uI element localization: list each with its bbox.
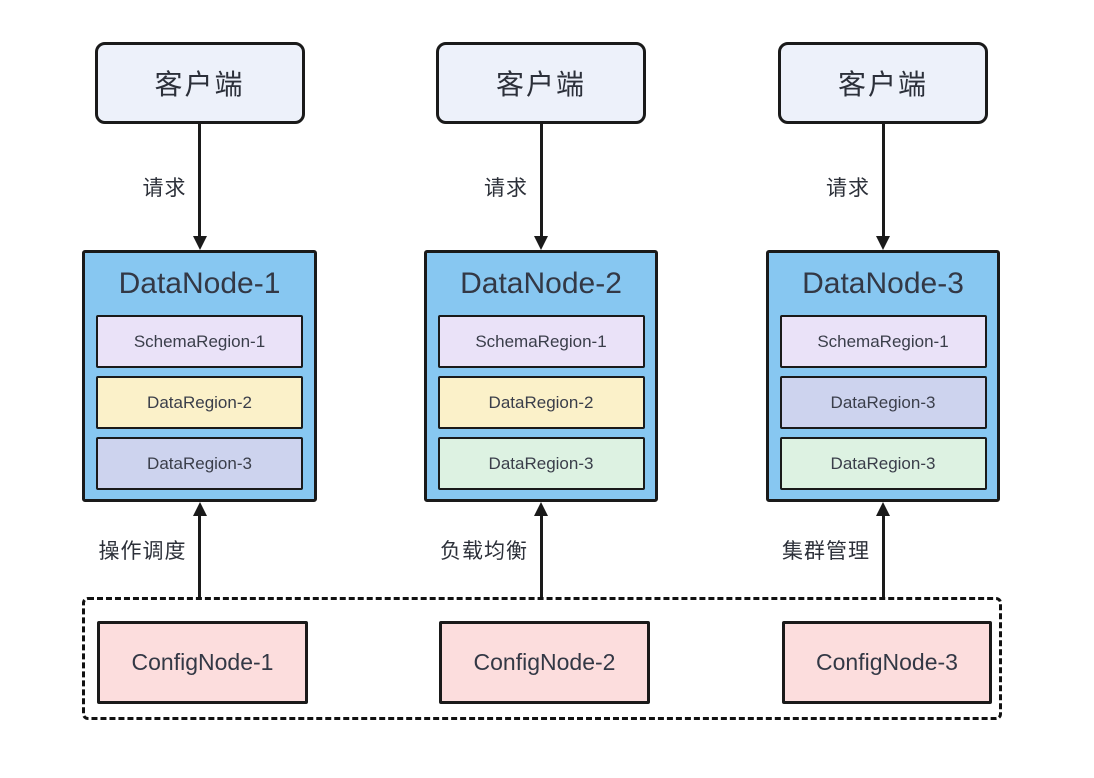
arrowhead-up-icon (534, 502, 548, 516)
arrow-shaft (881, 516, 885, 597)
request-arrow-zone-3: 请求 (766, 124, 1000, 250)
arrow-up-icon (876, 502, 890, 597)
region-box: DataRegion-2 (96, 376, 303, 429)
client-node-label: 客户端 (495, 69, 586, 100)
client-node-box-2: 客户端 (436, 42, 646, 124)
region-label: DataRegion-3 (830, 453, 936, 473)
region-label: SchemaRegion-1 (475, 331, 607, 351)
region-box: SchemaRegion-1 (779, 315, 987, 368)
region-label: DataRegion-3 (488, 453, 594, 473)
arrow-down-icon (192, 124, 207, 250)
datanode-box-1: DataNode-1 SchemaRegion-1 DataRegion-2 D… (82, 250, 317, 502)
config-arrow-zone-3: 集群管理 (766, 502, 1000, 597)
arrow-up-icon (192, 502, 207, 597)
region-label: SchemaRegion-1 (133, 331, 266, 351)
config-arrow-label: 负载均衡 (440, 539, 528, 563)
config-arrow-label: 操作调度 (98, 539, 187, 563)
arrowhead-up-icon (876, 502, 890, 516)
confignode-box-2: ConfigNode-2 (439, 621, 650, 704)
request-arrow-zone-2: 请求 (424, 124, 658, 250)
region-box: DataRegion-3 (779, 437, 987, 490)
arrow-shaft (881, 124, 885, 236)
datanode-box-2: DataNode-2 SchemaRegion-1 DataRegion-2 D… (424, 250, 658, 502)
arrow-shaft (198, 124, 201, 236)
region-box: DataRegion-3 (96, 437, 303, 490)
datanode-title: DataNode-3 (802, 267, 964, 300)
arrow-down-icon (876, 124, 890, 250)
request-arrow-label: 请求 (484, 177, 528, 200)
arrowhead-up-icon (192, 502, 207, 516)
arrow-shaft (198, 516, 201, 597)
config-arrow-label: 集群管理 (782, 539, 870, 563)
confignode-label: ConfigNode-3 (816, 649, 958, 675)
column-datanode-2: 客户端 请求 DataNode-2 SchemaRegion-1 DataReg… (424, 42, 658, 597)
config-arrow-zone-1: 操作调度 (82, 502, 317, 597)
request-arrow-zone-1: 请求 (82, 124, 317, 250)
confignode-cluster-box: ConfigNode-1 ConfigNode-2 ConfigNode-3 (82, 597, 1002, 720)
arrowhead-down-icon (876, 236, 890, 250)
column-datanode-3: 客户端 请求 DataNode-3 SchemaRegion-1 DataReg… (766, 42, 1000, 597)
arrow-down-icon (534, 124, 548, 250)
region-box: SchemaRegion-1 (96, 315, 303, 368)
datanode-title: DataNode-2 (460, 267, 622, 300)
client-node-box-1: 客户端 (94, 42, 305, 124)
client-node-label: 客户端 (837, 69, 928, 100)
region-box: DataRegion-3 (437, 437, 645, 490)
region-label: SchemaRegion-1 (817, 331, 949, 351)
region-label: DataRegion-2 (488, 392, 594, 412)
confignode-box-1: ConfigNode-1 (97, 621, 308, 704)
region-box: SchemaRegion-1 (437, 315, 645, 368)
arrow-up-icon (534, 502, 548, 597)
confignode-label: ConfigNode-1 (131, 649, 274, 675)
region-label: DataRegion-3 (147, 453, 252, 473)
datanode-title: DataNode-1 (118, 267, 281, 300)
confignode-box-3: ConfigNode-3 (782, 621, 992, 704)
arrowhead-down-icon (192, 236, 207, 250)
datanode-box-3: DataNode-3 SchemaRegion-1 DataRegion-3 D… (766, 250, 1000, 502)
config-arrow-zone-2: 负载均衡 (424, 502, 658, 597)
request-arrow-label: 请求 (142, 177, 187, 200)
column-datanode-1: 客户端 请求 DataNode-1 SchemaRegion-1 DataReg… (82, 42, 317, 597)
arrow-shaft (539, 124, 543, 236)
region-box: DataRegion-3 (779, 376, 987, 429)
client-node-label: 客户端 (154, 69, 245, 100)
confignode-label: ConfigNode-2 (473, 649, 616, 675)
region-label: DataRegion-2 (147, 392, 252, 412)
arrow-shaft (539, 516, 543, 597)
client-node-box-3: 客户端 (778, 42, 988, 124)
region-label: DataRegion-3 (830, 392, 936, 412)
request-arrow-label: 请求 (826, 177, 870, 200)
region-box: DataRegion-2 (437, 376, 645, 429)
arrowhead-down-icon (534, 236, 548, 250)
